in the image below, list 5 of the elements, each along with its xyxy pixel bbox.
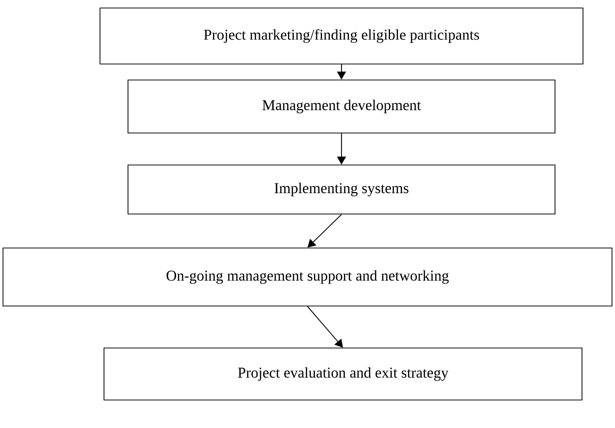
process-box: On-going management support and networking (2, 248, 612, 306)
process-box: Project marketing/finding eligible participants (100, 8, 584, 64)
process-box: Project evaluation and exit strategy (104, 348, 582, 400)
process-box: Management development (128, 80, 556, 134)
process-box: Implementing systems (128, 164, 556, 214)
